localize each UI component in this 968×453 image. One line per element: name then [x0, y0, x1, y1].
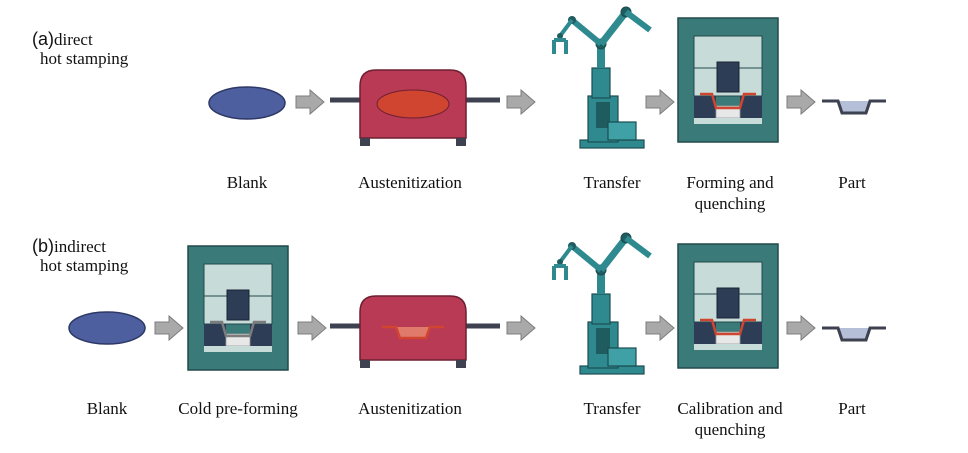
row-b	[68, 233, 886, 374]
blank-shape	[208, 86, 286, 120]
flow-arrow	[295, 89, 325, 115]
flow-arrow	[506, 315, 536, 341]
flow-arrow	[786, 89, 816, 115]
step-label-part: Part	[838, 399, 866, 418]
flow-arrow	[645, 315, 675, 341]
flow-arrow	[506, 89, 536, 115]
row-a	[208, 7, 886, 148]
flow-arrow	[786, 315, 816, 341]
furnace-shape	[330, 69, 500, 146]
section-b-line2: hot stamping	[40, 256, 129, 275]
step-label-calibration: Calibration and quenching	[650, 398, 810, 440]
step-label-transfer: Transfer	[583, 399, 641, 418]
cold-press-shape	[187, 245, 289, 371]
section-a-line2: hot stamping	[40, 49, 129, 68]
part-shape	[822, 99, 886, 115]
step-label-forming-line1: Forming and	[686, 173, 774, 192]
step-label-blank: Blank	[86, 399, 128, 418]
section-a-title: (a)direct hot stamping	[32, 29, 129, 69]
step-label-forming: Forming and quenching	[660, 172, 800, 214]
step-label-forming-line2: quenching	[694, 194, 766, 213]
robot-arm-shape	[554, 7, 650, 148]
step-label-blank: Blank	[226, 173, 268, 192]
step-label-austenitization: Austenitization	[358, 173, 462, 192]
flow-arrow	[645, 89, 675, 115]
section-a-line1: direct	[54, 30, 93, 49]
flow-arrow	[154, 315, 184, 341]
step-label-calibration-line1: Calibration and	[677, 399, 783, 418]
step-label-austenitization: Austenitization	[358, 399, 462, 418]
section-a-tag: (a)	[32, 29, 54, 49]
step-label-part: Part	[838, 173, 866, 192]
step-label-calibration-line2: quenching	[694, 420, 766, 439]
step-label-cold-preforming: Cold pre-forming	[178, 399, 298, 418]
section-b-line1: indirect	[54, 237, 106, 256]
furnace-shape	[330, 295, 500, 368]
part-shape	[822, 326, 886, 342]
blank-shape	[68, 311, 146, 345]
press-shape	[677, 243, 779, 369]
step-label-transfer: Transfer	[583, 173, 641, 192]
press-shape	[677, 17, 779, 143]
section-b-title: (b)indirect hot stamping	[32, 236, 129, 276]
robot-arm-shape	[554, 233, 650, 374]
section-b-tag: (b)	[32, 236, 54, 256]
flow-arrow	[297, 315, 327, 341]
